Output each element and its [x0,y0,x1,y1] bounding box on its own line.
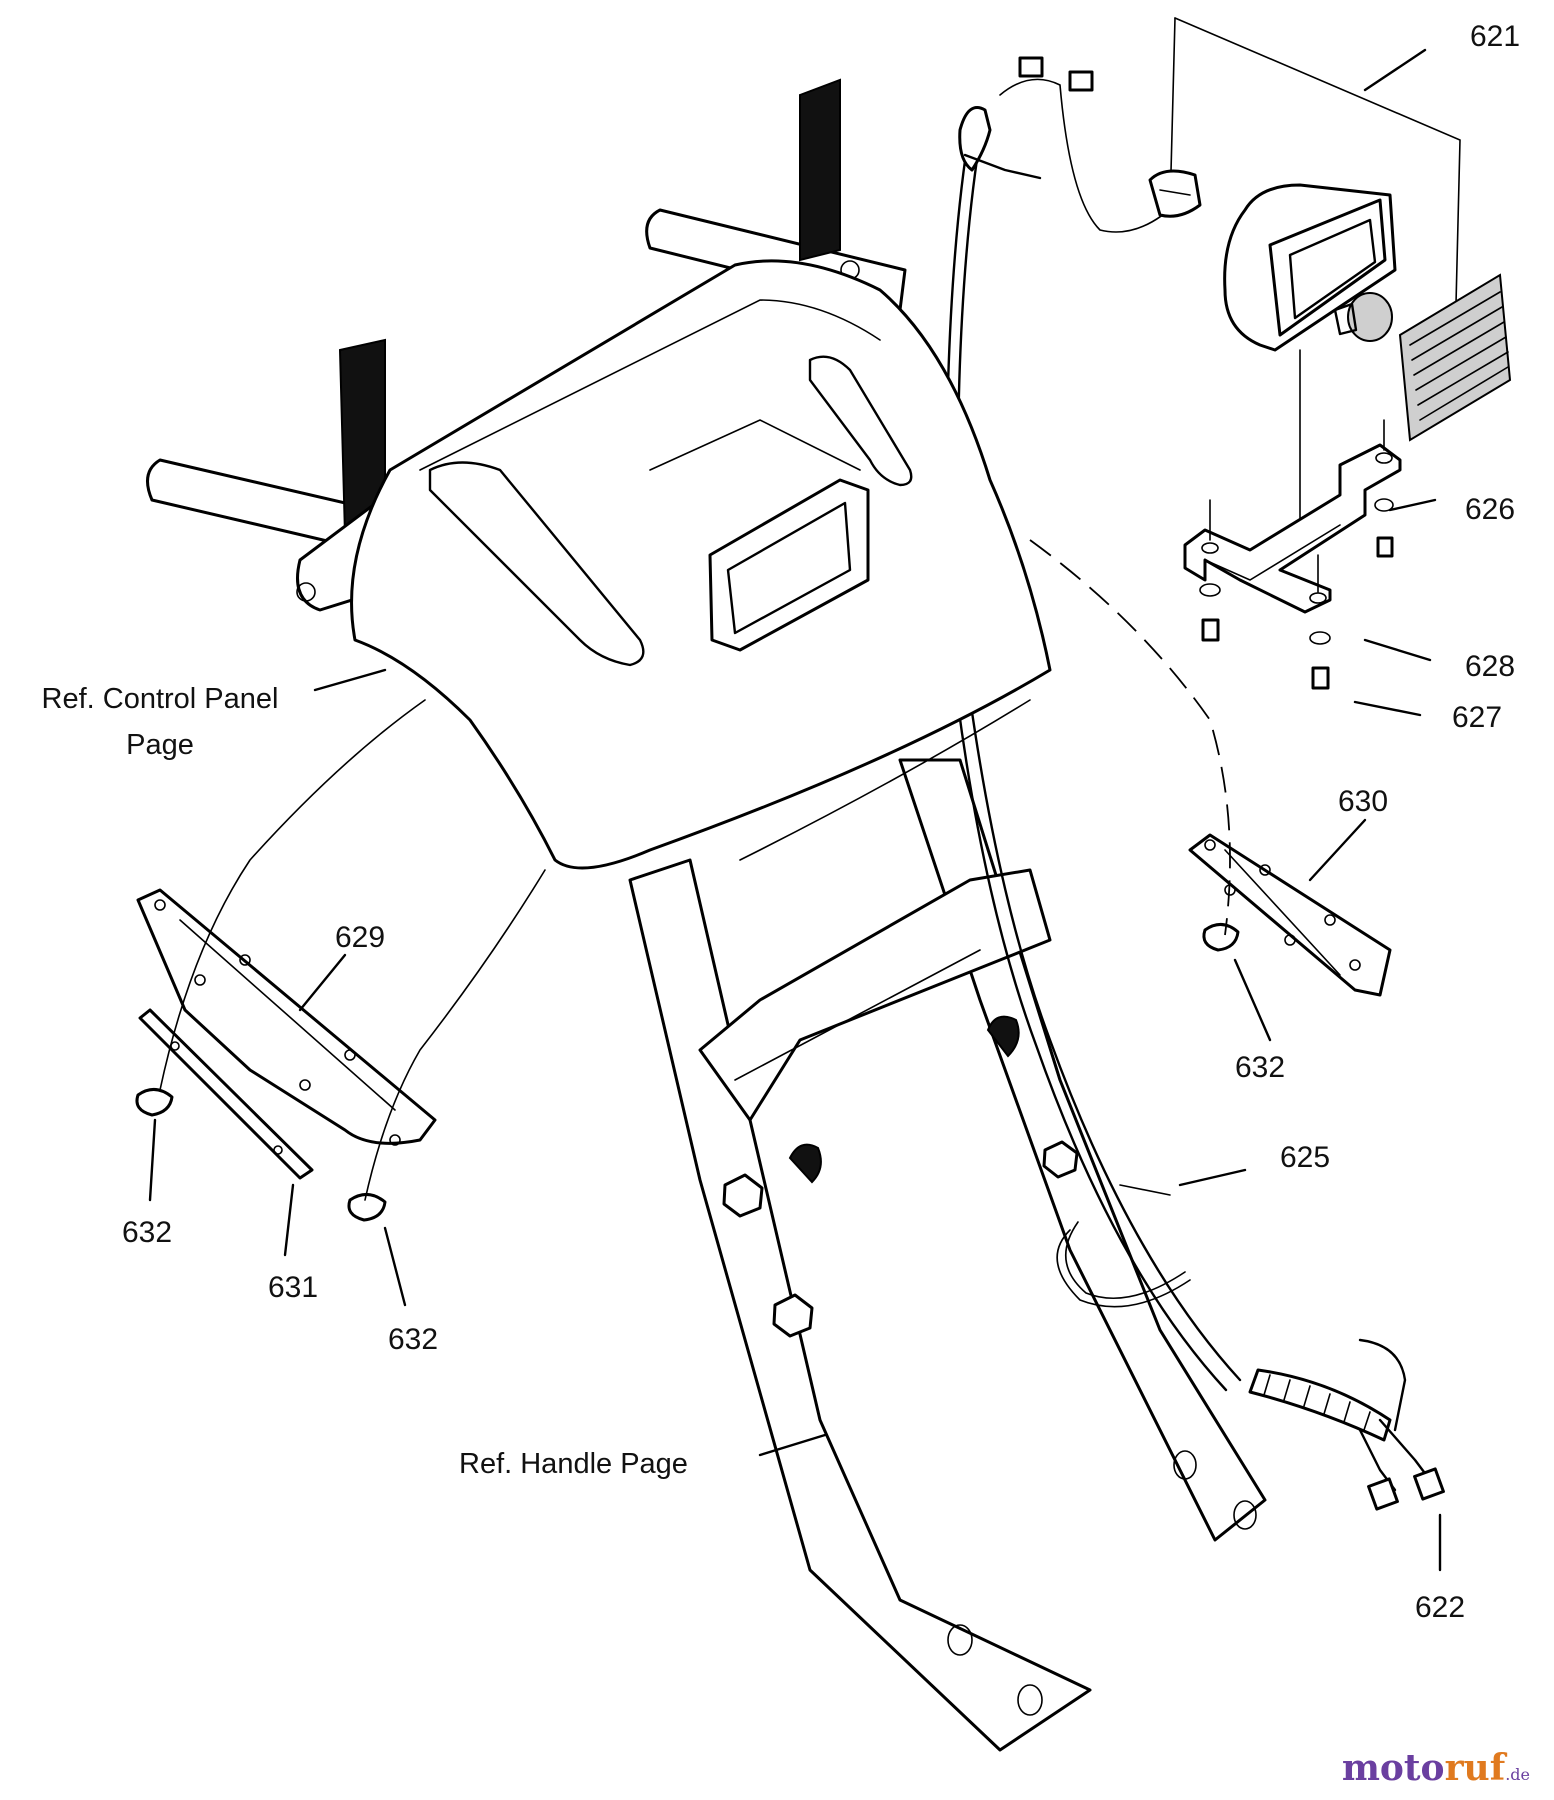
handle-frame [628,758,1267,1752]
watermark-part2: ruf [1444,1747,1506,1789]
bracket-630 [1188,833,1392,997]
callout-632: 632 [388,1323,439,1356]
callout-621: 621 [1470,20,1521,53]
nut-icon [135,1088,174,1117]
ref-control-panel-line1: Ref. Control Panel [41,683,279,715]
light-bracket [1183,419,1402,690]
callout-631: 631 [268,1271,319,1304]
ref-control-panel-line2: Page [126,729,194,761]
watermark-suffix: .de [1505,1765,1530,1784]
callout-629: 629 [335,921,386,954]
nut-icon [1202,923,1240,952]
lens-icon [1398,273,1512,442]
bolt-icon [1042,1140,1079,1179]
callout-627: 627 [1452,701,1503,734]
bracket-629 [136,888,437,1146]
watermark-part1: moto [1341,1747,1445,1789]
bolt-icon [722,1173,764,1218]
screw-icon [1201,536,1394,690]
callout-625: 625 [1280,1141,1331,1174]
wiring-harness [945,56,1445,1511]
callout-632: 632 [122,1216,173,1249]
ref-handle-page-note: Ref. Handle Page [459,1448,688,1480]
strip-631 [138,1008,314,1180]
light-assembly [1148,17,1512,546]
assembly-lines [159,539,1231,1201]
bulb-socket-icon [1148,169,1202,218]
ref-control-panel-note: Ref. Control Panel Page [20,676,300,768]
dash-shroud [350,259,1052,870]
leader-lines [148,48,1442,1572]
bolt-icon [772,1293,814,1338]
nut-icon [347,1193,387,1222]
washer-icon [1199,498,1394,645]
callout-626: 626 [1465,493,1516,526]
callout-628: 628 [1465,650,1516,683]
callout-632: 632 [1235,1051,1286,1084]
headlight-housing [1223,183,1397,352]
callout-622: 622 [1415,1591,1466,1624]
watermark-logo: motoruf.de [1342,1750,1530,1786]
bulb-icon [1333,292,1393,342]
callout-630: 630 [1338,785,1389,818]
